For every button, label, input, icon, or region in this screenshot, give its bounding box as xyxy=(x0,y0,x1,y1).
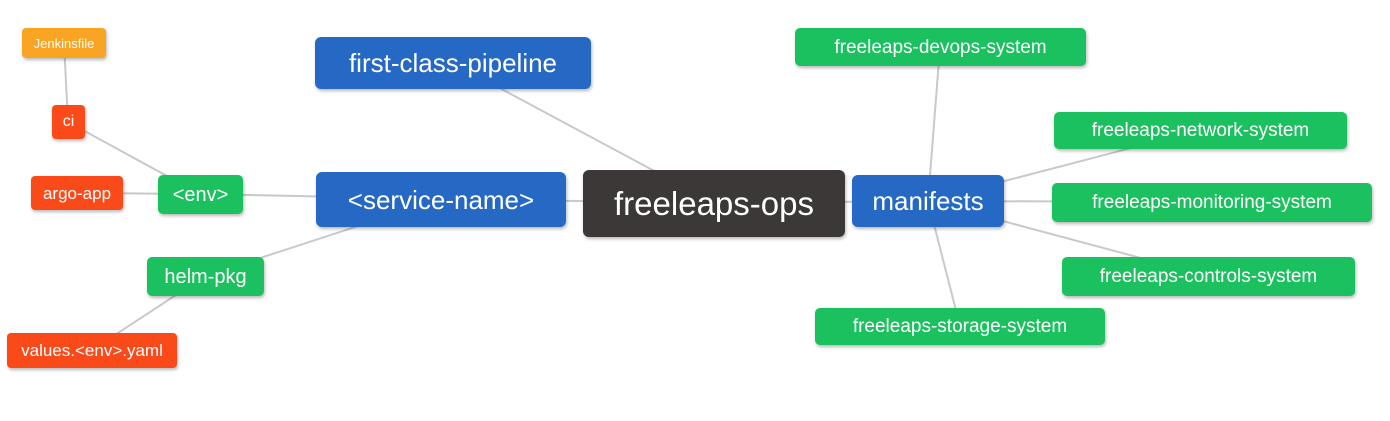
node-freeleaps-monitoring-system[interactable]: freeleaps-monitoring-system xyxy=(1052,183,1372,222)
node-service-name[interactable]: <service-name> xyxy=(316,172,566,227)
node-argo-app[interactable]: argo-app xyxy=(31,176,123,210)
node-values-env-yaml[interactable]: values.<env>.yaml xyxy=(7,333,177,368)
node-first-class-pipeline[interactable]: first-class-pipeline xyxy=(315,37,591,89)
node-freeleaps-ops-root[interactable]: freeleaps-ops xyxy=(583,170,845,237)
node-freeleaps-controls-system[interactable]: freeleaps-controls-system xyxy=(1062,257,1355,296)
node-manifests[interactable]: manifests xyxy=(852,175,1004,227)
node-freeleaps-network-system[interactable]: freeleaps-network-system xyxy=(1054,112,1347,149)
node-freeleaps-devops-system[interactable]: freeleaps-devops-system xyxy=(795,28,1086,66)
node-env[interactable]: <env> xyxy=(158,175,243,214)
node-freeleaps-storage-system[interactable]: freeleaps-storage-system xyxy=(815,308,1105,345)
node-jenkinsfile[interactable]: Jenkinsfile xyxy=(22,28,106,58)
node-ci[interactable]: ci xyxy=(52,105,85,139)
node-helm-pkg[interactable]: helm-pkg xyxy=(147,257,264,296)
